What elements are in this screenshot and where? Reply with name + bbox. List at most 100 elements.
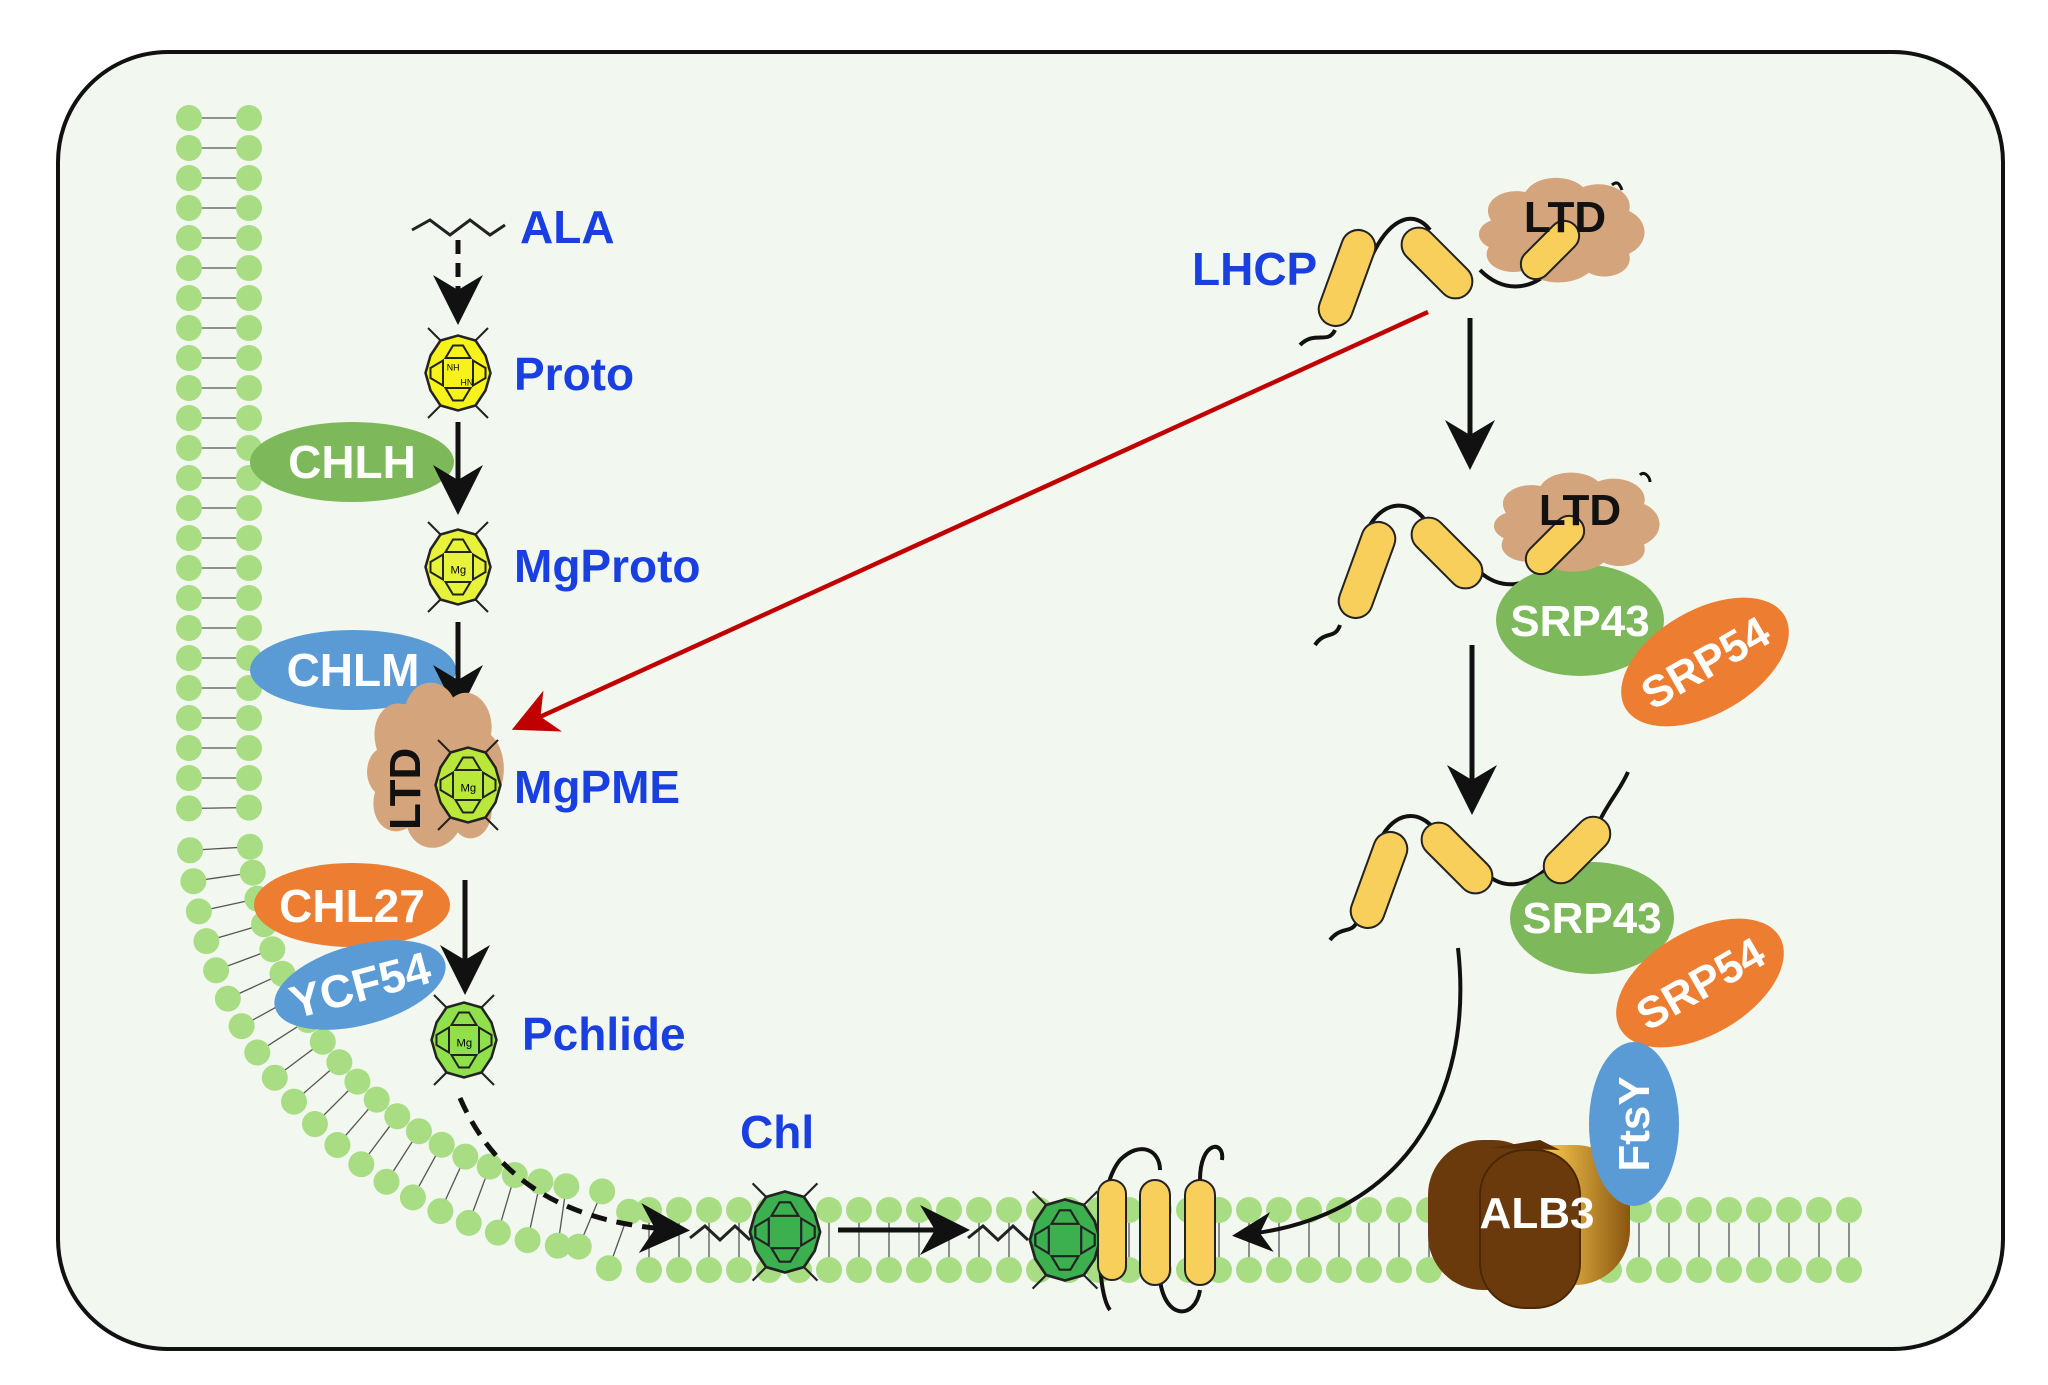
lipid-head: [996, 1197, 1022, 1223]
lipid-head: [176, 135, 202, 161]
lipid-head: [176, 675, 202, 701]
srp43-label-1: SRP43: [1510, 597, 1649, 646]
lipid-head: [1236, 1197, 1262, 1223]
ftsy-receptor: FtsY: [1589, 1042, 1679, 1206]
lipid-head: [193, 928, 220, 955]
lipid-head: [236, 585, 262, 611]
lipid-head: [1686, 1197, 1712, 1223]
lipid-head: [565, 1233, 592, 1260]
lipid-head: [236, 255, 262, 281]
label-pchlide: Pchlide: [522, 1008, 686, 1060]
lipid-head: [301, 1111, 328, 1138]
lipid-head: [906, 1197, 932, 1223]
lipid-head: [455, 1209, 482, 1236]
lhcp-ltd-complex: LTD: [1298, 177, 1645, 347]
lipid-head: [236, 405, 262, 431]
lipid-head: [816, 1257, 842, 1283]
alb3-label: ALB3: [1480, 1189, 1595, 1238]
lipid-head: [236, 195, 262, 221]
lipid-head: [236, 705, 262, 731]
lipid-head: [176, 615, 202, 641]
ftsy-label: FtsY: [1610, 1076, 1659, 1171]
lipid-head: [636, 1197, 662, 1223]
lipid-head: [1746, 1197, 1772, 1223]
lipid-head: [236, 615, 262, 641]
svg-text:Mg: Mg: [457, 1037, 473, 1049]
srp43-label-2: SRP43: [1522, 894, 1661, 943]
lipid-head: [476, 1153, 503, 1180]
lipid-head: [176, 585, 202, 611]
lipid-head: [816, 1197, 842, 1223]
lipid-head: [236, 833, 263, 860]
label-chl: Chl: [740, 1106, 814, 1158]
lipid-head: [236, 525, 262, 551]
lipid-head: [363, 1086, 390, 1113]
lipid-head: [176, 705, 202, 731]
lipid-tail: [200, 807, 238, 809]
lipid-head: [236, 135, 262, 161]
lipid-head: [259, 936, 286, 963]
lipid-head: [1626, 1257, 1652, 1283]
lipid-tail: [612, 1222, 626, 1258]
lipid-head: [176, 105, 202, 131]
svg-text:Mg: Mg: [461, 782, 477, 794]
ltd-label-2: LTD: [1539, 486, 1621, 535]
lipid-head: [1236, 1257, 1262, 1283]
lipid-head: [846, 1197, 872, 1223]
lipid-tail: [202, 846, 239, 851]
lipid-head: [1386, 1197, 1412, 1223]
lipid-head: [1776, 1257, 1802, 1283]
ala-molecule-icon: [411, 218, 506, 237]
lipid-tail: [558, 1198, 566, 1234]
lipid-head: [228, 1013, 255, 1040]
lipid-head: [176, 285, 202, 311]
lipid-head: [176, 555, 202, 581]
lipid-head: [176, 795, 203, 822]
lipid-head: [176, 225, 202, 251]
label-lhcp: LHCP: [1192, 243, 1317, 295]
mgpme-ring-icon: Mg: [434, 738, 502, 832]
proto-ring-icon: NH HN: [424, 326, 492, 420]
lipid-head: [214, 985, 241, 1012]
alb3-insertase: ALB3: [1428, 1140, 1630, 1309]
chlh-enzyme: CHLH: [250, 422, 454, 502]
label-mgproto: MgProto: [514, 540, 701, 592]
arrow-pchlide-to-chl: [457, 1097, 690, 1253]
label-mgpme: MgPME: [514, 761, 680, 813]
lipid-tail: [217, 926, 253, 939]
lipid-head: [1656, 1257, 1682, 1283]
lipid-head: [326, 1049, 353, 1076]
label-ala: ALA: [520, 201, 615, 253]
chlm-enzyme: CHLM: [250, 630, 456, 710]
lipid-head: [936, 1257, 962, 1283]
lipid-head: [177, 837, 204, 864]
lipid-head: [344, 1068, 371, 1095]
lipid-head: [1266, 1197, 1292, 1223]
lipid-head: [1356, 1257, 1382, 1283]
lipid-head: [176, 645, 202, 671]
lipid-tail: [444, 1167, 461, 1201]
lipid-head: [527, 1168, 554, 1195]
lipid-tail: [392, 1141, 414, 1172]
lhcp-ltd-srp43-srp54-complex: LTD SRP43 SRP54: [1313, 471, 1789, 727]
lipid-head: [239, 859, 266, 886]
lipid-head: [176, 735, 202, 761]
lipid-head: [176, 495, 202, 521]
lipid-head: [1686, 1257, 1712, 1283]
lipid-head: [666, 1257, 692, 1283]
arrow-ltd-to-mgpme: [511, 309, 1429, 732]
lipid-head: [696, 1197, 722, 1223]
lipid-head: [636, 1257, 662, 1283]
arrow-targeting-to-membrane: [1232, 947, 1463, 1252]
lipid-tail: [367, 1125, 391, 1156]
lipid-tail: [344, 1108, 370, 1137]
lipid-head: [996, 1257, 1022, 1283]
lipid-head: [236, 495, 262, 521]
svg-text:HN: HN: [461, 378, 474, 388]
lipid-head: [1326, 1257, 1352, 1283]
lipid-head: [176, 315, 202, 341]
lipid-tail: [283, 1048, 314, 1072]
lipid-head: [176, 405, 202, 431]
lipid-head: [1806, 1197, 1832, 1223]
